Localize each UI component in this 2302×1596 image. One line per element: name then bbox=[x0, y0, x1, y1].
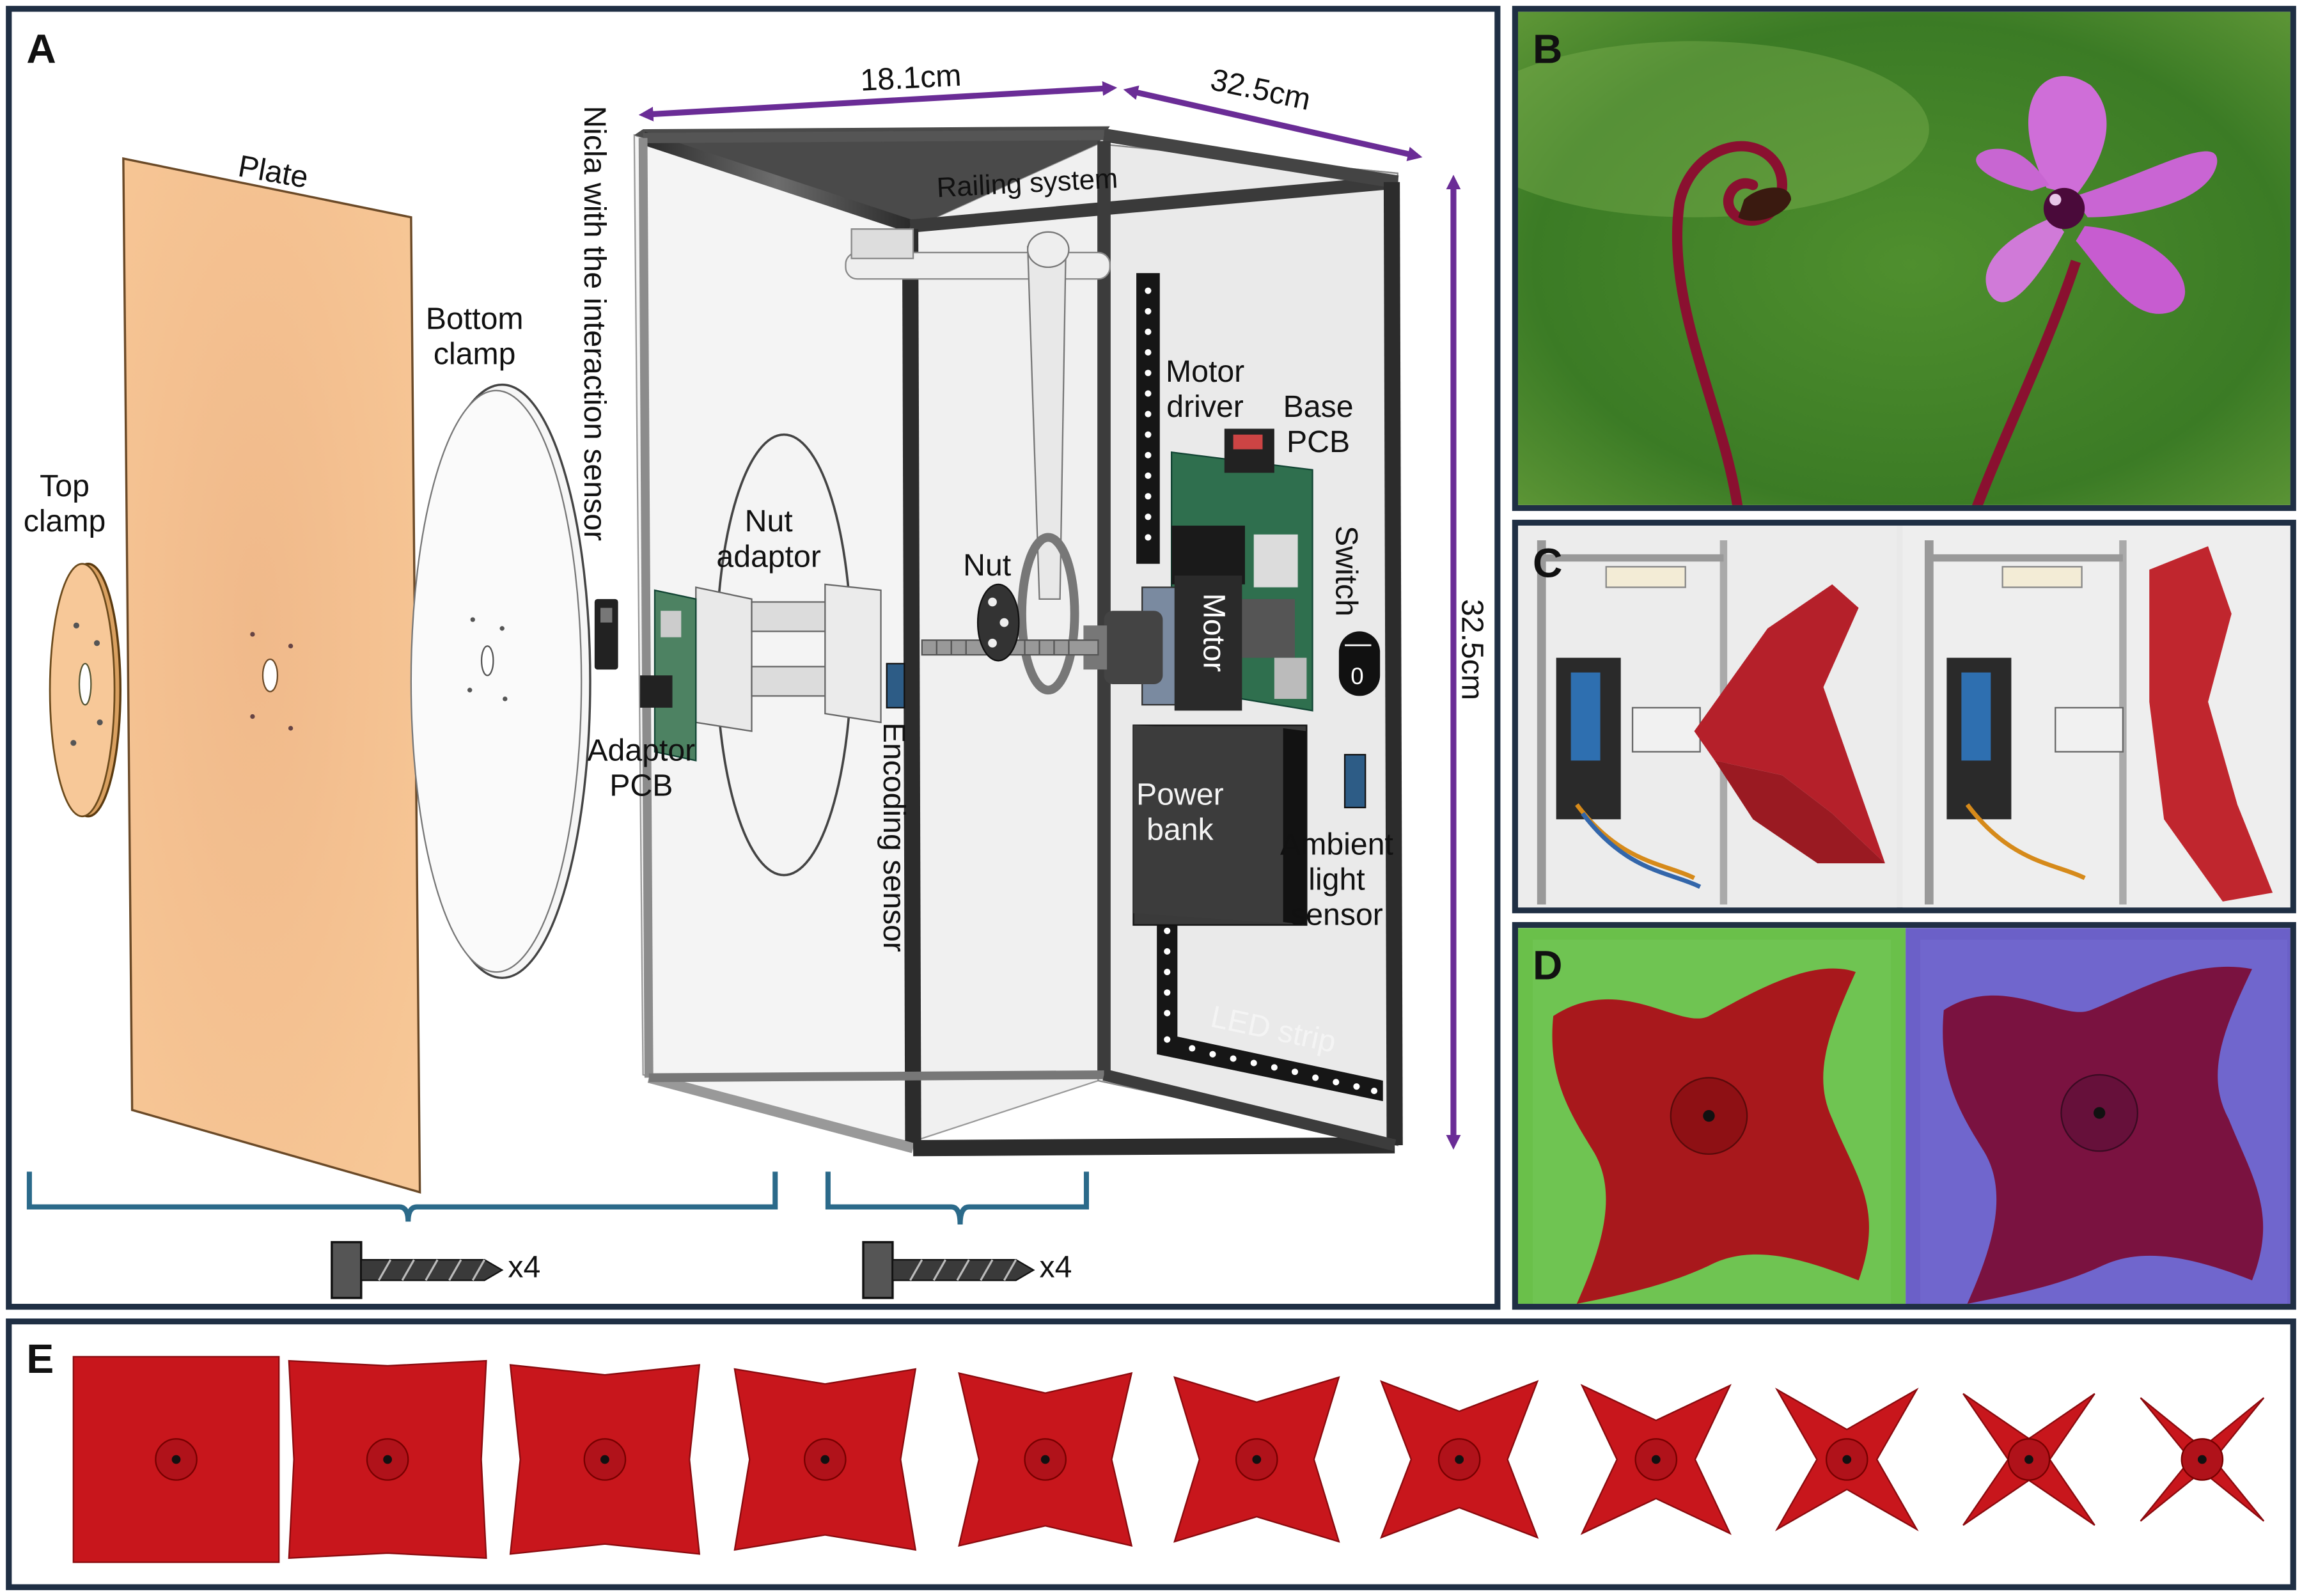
nut bbox=[976, 583, 1020, 662]
label-nut: Nut bbox=[963, 549, 1012, 583]
panel-label-a: A bbox=[26, 26, 56, 72]
petal-open bbox=[1694, 584, 1885, 864]
label-nicla: Nicla with the interaction sensor bbox=[577, 106, 611, 542]
nicla-sensor bbox=[594, 598, 618, 670]
petal-center-2 bbox=[383, 1455, 393, 1464]
petal-center-7 bbox=[1455, 1455, 1464, 1464]
panel-b: B bbox=[1512, 6, 2296, 512]
label-bottom-clamp: Bottom clamp bbox=[425, 302, 524, 372]
label-screw-right-count: x4 bbox=[1039, 1251, 1072, 1285]
adaptor-pcb bbox=[640, 589, 697, 762]
petal-center-6 bbox=[1252, 1455, 1262, 1464]
petal-sequence bbox=[72, 1356, 2265, 1563]
panel-d: D bbox=[1512, 922, 2296, 1310]
label-switch: Switch bbox=[1328, 526, 1363, 617]
switch bbox=[1338, 631, 1381, 696]
label-switch-off: 0 bbox=[1351, 665, 1364, 691]
petal-center-4 bbox=[820, 1455, 830, 1464]
device-photo-open bbox=[1517, 526, 1897, 908]
dimension-width-arrow bbox=[638, 81, 1118, 121]
label-motor: Motor bbox=[1196, 593, 1230, 672]
screw-right bbox=[862, 1240, 1035, 1299]
petal-center-8 bbox=[1651, 1455, 1661, 1464]
device-photo-closed bbox=[1902, 526, 2290, 908]
label-ambient-light-sensor: Ambient light sensor bbox=[1280, 828, 1393, 933]
petal-center-10 bbox=[2024, 1455, 2033, 1464]
label-dimension-height: 32.5cm bbox=[1455, 598, 1489, 701]
motor bbox=[1083, 575, 1242, 711]
petal-center-3 bbox=[600, 1455, 609, 1464]
panel-label-c: C bbox=[1532, 540, 1563, 586]
panel-label-b: B bbox=[1532, 26, 1563, 72]
panel-a: A Top clamp Plate Bottom clamp Nicla wit… bbox=[6, 6, 1501, 1310]
panel-e: E bbox=[6, 1318, 2296, 1590]
screw-left bbox=[331, 1240, 504, 1299]
label-screw-left-count: x4 bbox=[508, 1251, 541, 1285]
panel-label-e: E bbox=[26, 1336, 54, 1382]
label-switch-on: — bbox=[1345, 628, 1372, 658]
coiled-stem bbox=[1672, 141, 1787, 505]
led-strip bbox=[1136, 273, 1383, 1102]
bracket-right bbox=[825, 1171, 1089, 1225]
petal-green-light bbox=[1552, 968, 1869, 1304]
top-clamp bbox=[49, 563, 121, 818]
label-motor-driver: Motor driver bbox=[1165, 355, 1245, 425]
label-adaptor-pcb: Adaptor PCB bbox=[587, 734, 696, 804]
panel-c: C bbox=[1512, 519, 2296, 914]
encoding-sensor bbox=[886, 662, 905, 708]
cyclamen-photo bbox=[1517, 12, 2290, 505]
petal-center-11 bbox=[2197, 1455, 2207, 1464]
label-power-bank: Power bank bbox=[1136, 778, 1224, 847]
petal-center-1 bbox=[171, 1455, 181, 1464]
label-encoding-sensor: Encoding sensor bbox=[876, 722, 911, 952]
nut-adaptor bbox=[695, 433, 882, 877]
ambient-light-sensor bbox=[1343, 754, 1366, 809]
railing-system bbox=[845, 228, 1111, 695]
label-base-pcb: Base PCB bbox=[1283, 390, 1354, 460]
bottom-clamp bbox=[410, 383, 591, 980]
cyclamen-flower bbox=[1976, 76, 2218, 314]
petal-center-9 bbox=[1842, 1455, 1852, 1464]
ambient-light-photos bbox=[1517, 928, 2290, 1304]
device-photos bbox=[1517, 526, 2290, 908]
dimension-depth-arrow bbox=[1123, 85, 1423, 162]
label-dimension-width: 18.1cm bbox=[859, 59, 962, 98]
label-nut-adaptor: Nut adaptor bbox=[716, 505, 821, 574]
petal-purple-light bbox=[1943, 966, 2264, 1304]
petal-closed bbox=[2149, 546, 2273, 902]
flower-stem bbox=[1972, 260, 2081, 505]
petal-center-5 bbox=[1040, 1455, 1050, 1464]
label-top-clamp: Top clamp bbox=[23, 469, 106, 539]
panel-label-d: D bbox=[1532, 943, 1563, 989]
cad-exploded-view bbox=[26, 81, 1461, 1299]
bracket-left bbox=[26, 1171, 778, 1222]
